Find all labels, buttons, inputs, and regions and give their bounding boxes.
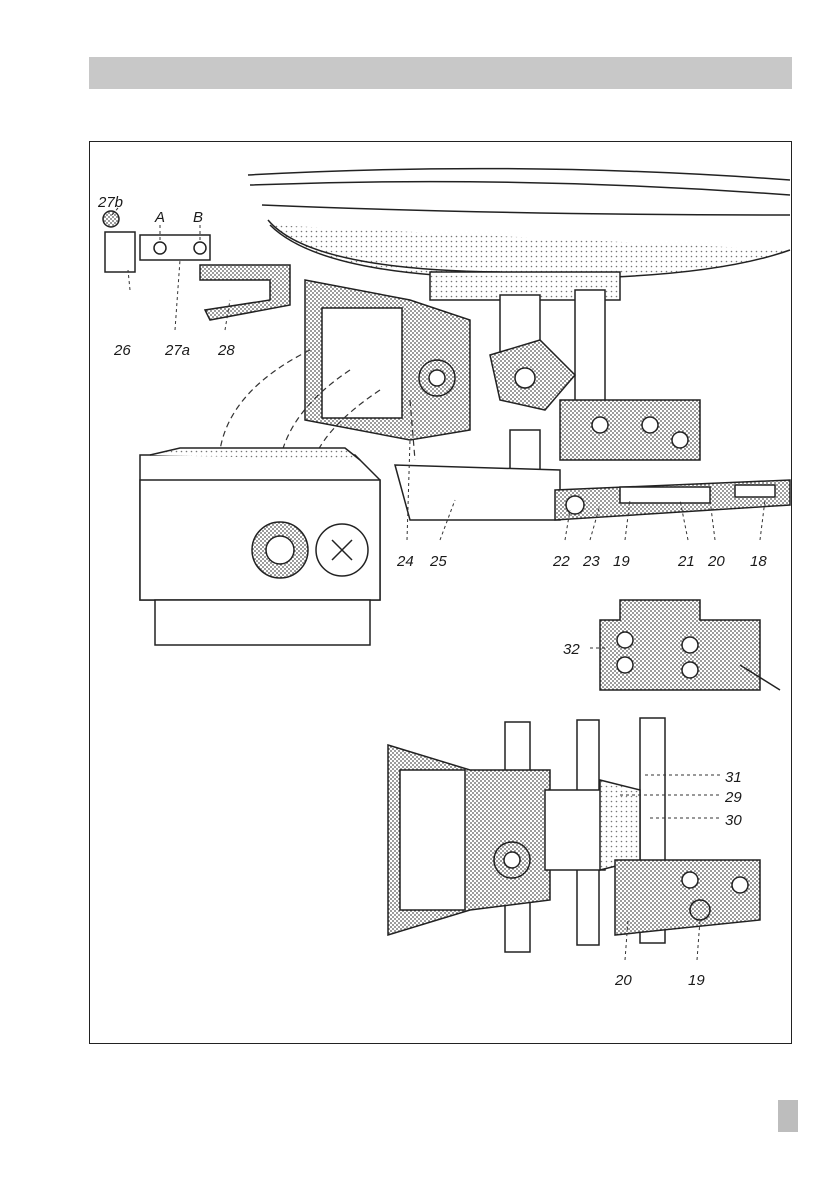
callout-19-bottom: 19 bbox=[688, 972, 705, 989]
callout-32: 32 bbox=[563, 641, 580, 658]
callout-B: B bbox=[193, 209, 203, 226]
callout-20-top: 20 bbox=[707, 553, 725, 570]
callout-27b: 27b bbox=[97, 194, 123, 211]
actuator-housing bbox=[248, 169, 790, 279]
block-32 bbox=[600, 600, 780, 690]
callout-24: 24 bbox=[396, 553, 414, 570]
callout-A: A bbox=[154, 209, 165, 226]
callout-23: 23 bbox=[582, 553, 600, 570]
callout-31: 31 bbox=[725, 769, 742, 786]
lever-rail bbox=[555, 480, 790, 520]
callout-18: 18 bbox=[750, 553, 767, 570]
callout-27a: 27a bbox=[164, 342, 190, 359]
callout-26: 26 bbox=[113, 342, 131, 359]
callout-30: 30 bbox=[725, 812, 742, 829]
positioner-block bbox=[305, 280, 470, 440]
mounting-plate bbox=[560, 400, 700, 460]
lever-assembly bbox=[103, 211, 290, 320]
callout-29: 29 bbox=[724, 789, 742, 806]
callout-21: 21 bbox=[677, 553, 695, 570]
positioner-housing bbox=[140, 448, 380, 645]
lower-assembly bbox=[388, 718, 760, 952]
callout-28: 28 bbox=[217, 342, 235, 359]
callout-19-top: 19 bbox=[613, 553, 630, 570]
callout-22: 22 bbox=[552, 553, 570, 570]
callout-25: 25 bbox=[429, 553, 447, 570]
callout-20-bottom: 20 bbox=[614, 972, 632, 989]
